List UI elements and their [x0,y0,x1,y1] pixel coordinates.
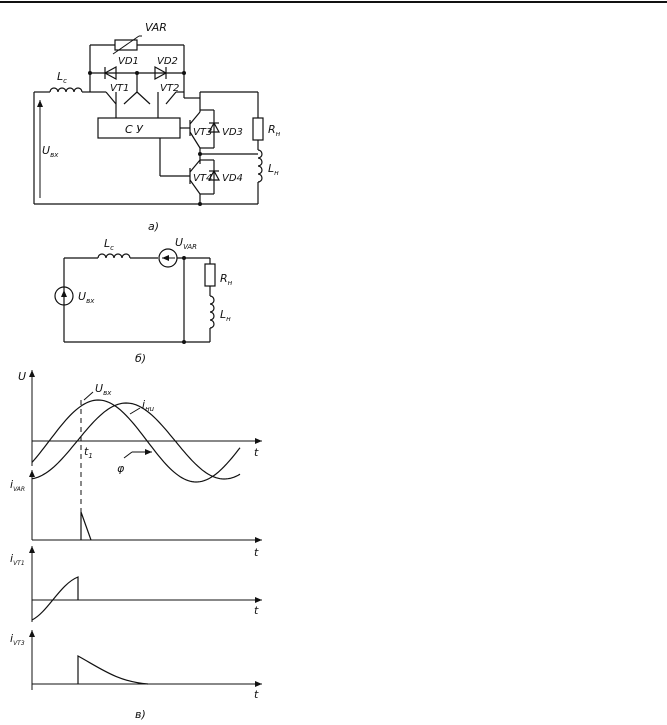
waveforms: U t Uвх iнu t1 φ iVAR t iVT1 t iVT3 t в) [10,370,262,721]
vt1-label: VT1 [110,83,129,94]
top-ylabel: U [18,370,26,383]
var-label: VAR [145,21,167,34]
vd1-label: VD1 [118,56,139,67]
phi-label: φ [117,462,125,475]
t1-label: t1 [84,445,93,460]
caption-c: в) [135,708,146,721]
caption-b: б) [135,352,146,365]
uin-label-b: Uвх [78,290,95,305]
inductor-ln-b [209,295,215,329]
ln-label-b: Lн [220,308,231,323]
uvar-label: UVAR [175,236,197,251]
ivt1-ylabel: iVT1 [10,552,25,567]
ivar-pulse [80,511,92,541]
ivt3-tlabel: t [254,688,259,701]
lc-label: Lc [57,70,67,85]
inductor-ln [257,149,263,183]
vt2-label: VT2 [160,83,179,94]
lc-label-b: Lc [104,237,114,252]
resistor-rn [252,117,264,141]
ivt3-ylabel: iVT3 [10,632,25,647]
rn-label: Rн [268,123,281,138]
uin-curve [31,399,241,483]
uin-label: Uвх [42,144,59,159]
uin-curve-label: Uвх [95,382,112,397]
rn-label-b: Rн [220,272,233,287]
diode-vd1 [103,65,117,81]
ivt1-tlabel: t [254,604,259,617]
ivar-tlabel: t [254,546,259,559]
ivt1-curve [31,576,79,621]
ivar-ylabel: iVAR [10,478,25,493]
inductor-lc-b [97,253,131,259]
resistor-rn-b [204,263,216,287]
circuit-b: Uвх Lc UVAR Rн Lн б) [54,236,233,365]
circuit-a: Uвх Lc VAR VD1 VD2 [33,21,281,233]
inductor-lc [49,87,83,93]
inu-curve [31,402,241,480]
vd2-label: VD2 [157,56,178,67]
vd3-label: VD3 [222,127,243,138]
caption-a: а) [148,220,159,233]
control-label: С У [125,123,144,136]
diode-vd2 [154,65,168,81]
vt3-label: VT3 [193,127,212,138]
vt4-label: VT4 [193,173,212,184]
inu-curve-label: iнu [142,398,155,413]
ln-label: Lн [268,162,279,177]
top-tlabel: t [254,446,259,459]
ivt3-curve [77,654,149,685]
source-uin [54,286,74,306]
vd4-label: VD4 [222,173,243,184]
